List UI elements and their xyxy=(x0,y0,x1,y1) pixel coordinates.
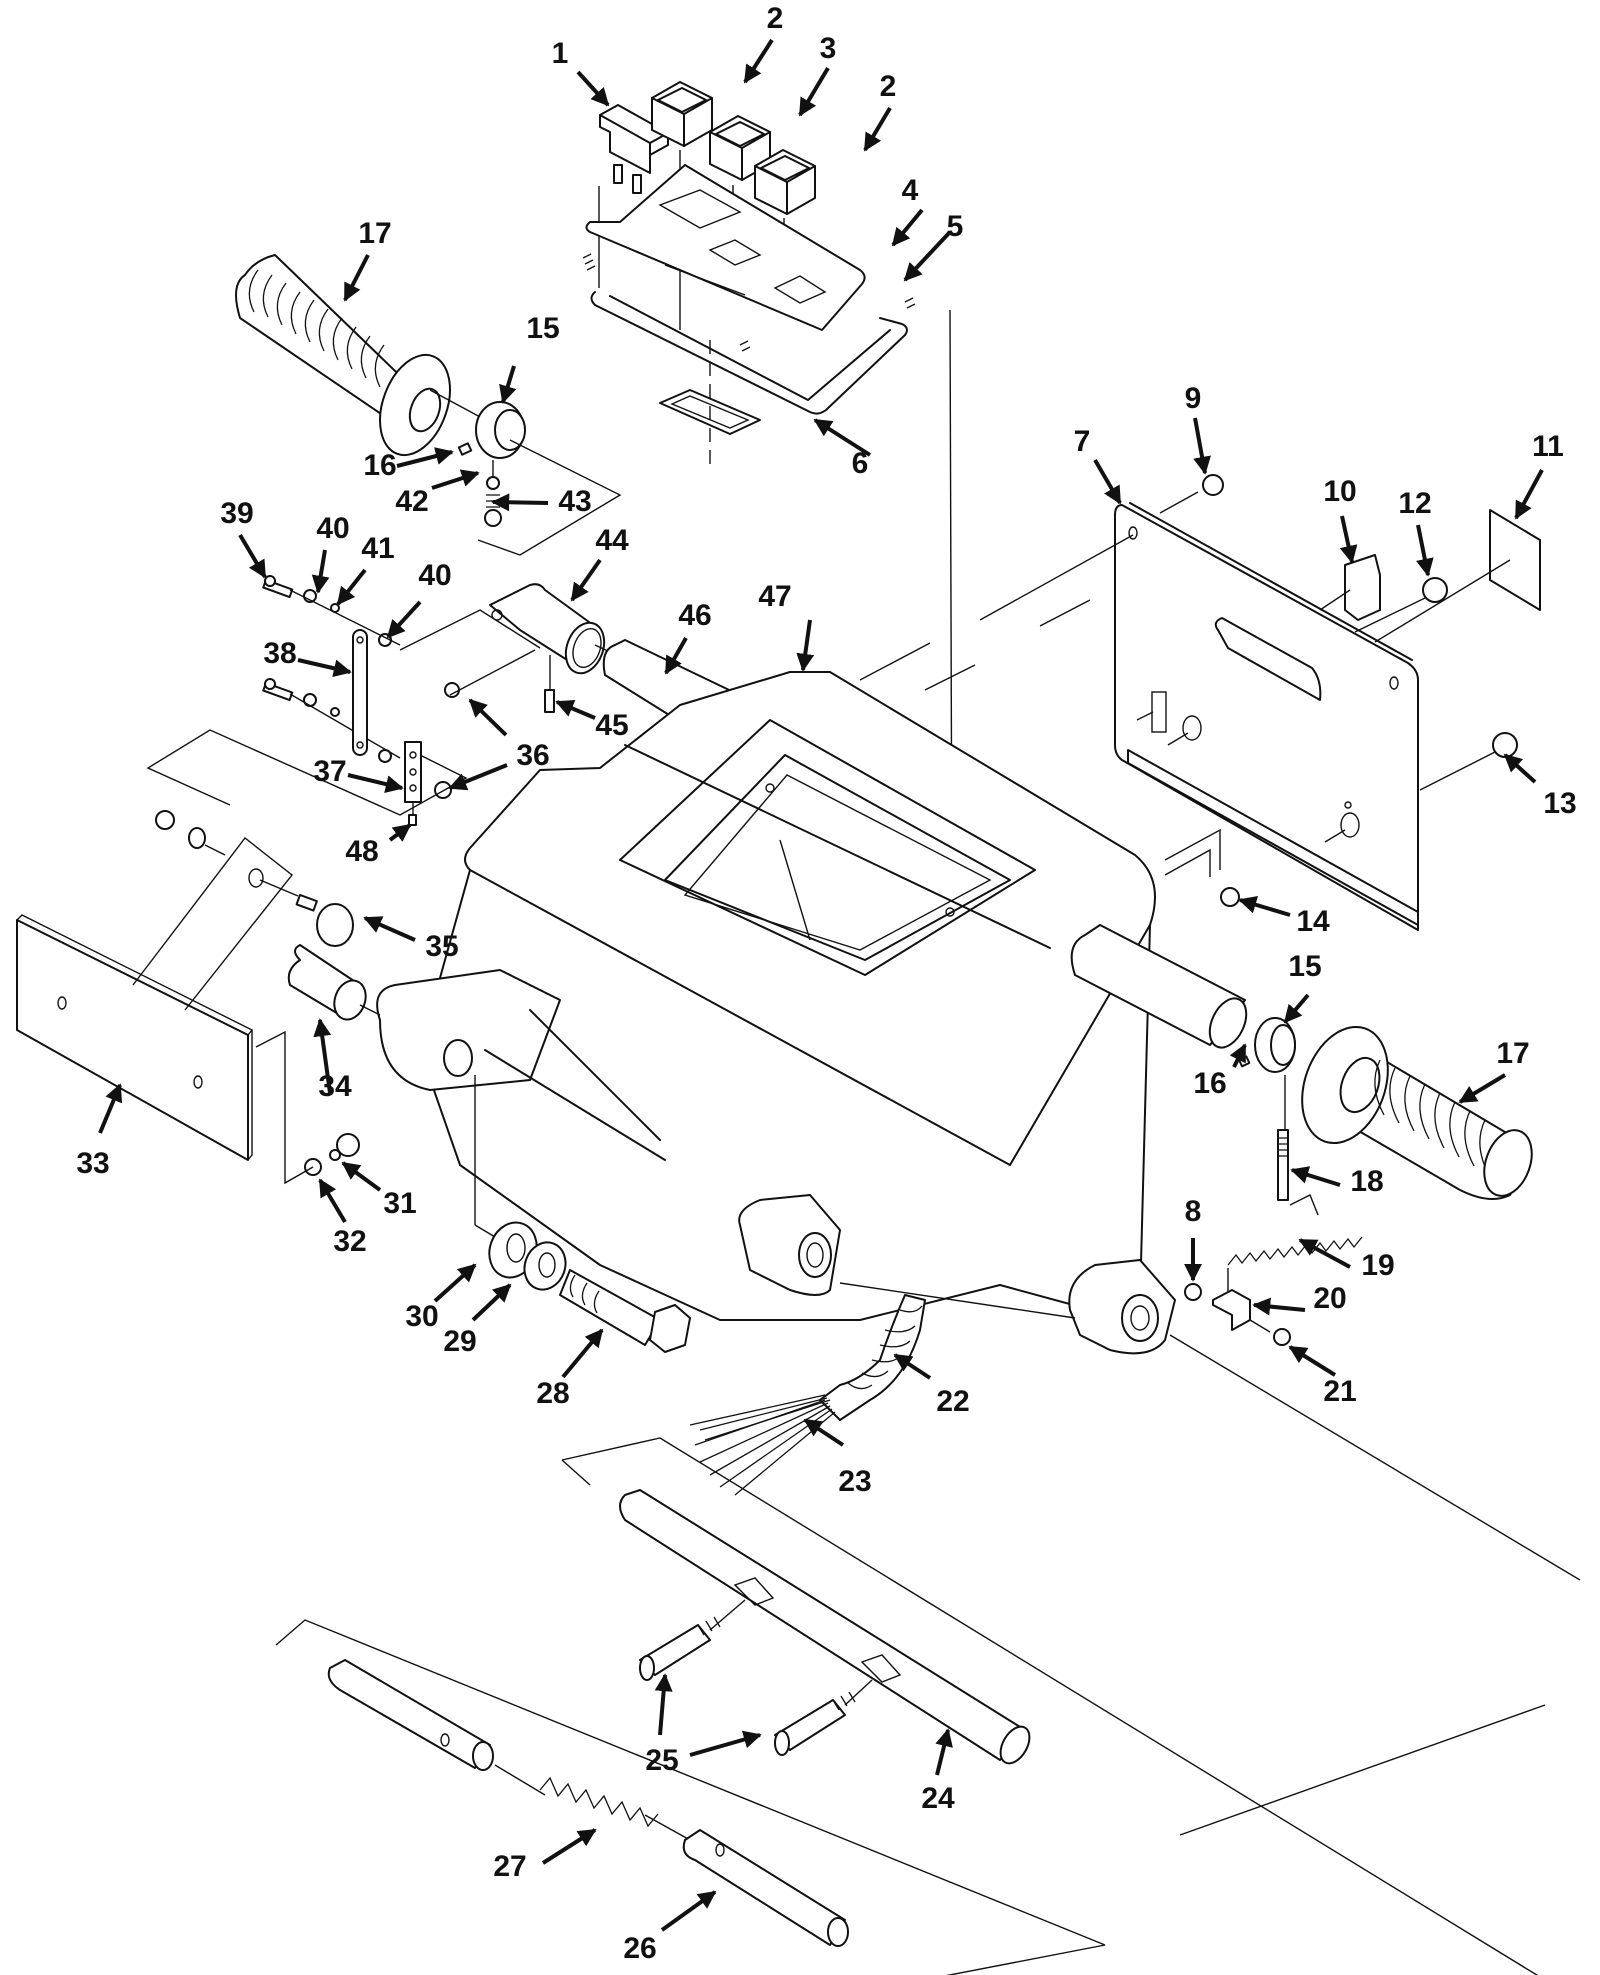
control-panel-part xyxy=(979,502,1419,931)
callout-16: 16 xyxy=(1193,1067,1226,1100)
callout-17: 17 xyxy=(1496,1037,1529,1070)
callout-11: 11 xyxy=(1532,430,1564,463)
callout-34: 34 xyxy=(318,1070,352,1103)
callout-6: 6 xyxy=(852,447,869,480)
left-side-hardware xyxy=(16,810,691,1353)
callout-44: 44 xyxy=(595,524,629,557)
callout-47: 47 xyxy=(758,580,791,613)
stud-part xyxy=(1277,1129,1289,1201)
nut-part xyxy=(155,810,175,830)
nut-part xyxy=(1184,1283,1202,1301)
knob-part xyxy=(1422,577,1448,603)
knob-part xyxy=(316,903,354,947)
left-handle-grip xyxy=(235,254,483,457)
callout-38: 38 xyxy=(263,637,296,670)
callout-labels: 1 2 3 2 4 5 6 7 8 9 10 11 12 13 14 15 15… xyxy=(76,2,1576,1965)
coil-spring-part xyxy=(539,1776,659,1828)
link-bar-part xyxy=(352,629,368,756)
callout-32: 32 xyxy=(333,1225,366,1258)
callout-13: 13 xyxy=(1543,787,1576,820)
right-handle-grip xyxy=(1169,1017,1581,1581)
callout-20: 20 xyxy=(1313,1282,1346,1315)
callout-30: 30 xyxy=(405,1300,438,1333)
callout-29: 29 xyxy=(443,1325,476,1358)
nut-part xyxy=(1220,887,1240,907)
bracket-part xyxy=(1212,1289,1251,1331)
screw-part xyxy=(262,678,401,763)
small-gasket-part xyxy=(659,340,761,470)
callout-8: 8 xyxy=(1185,1195,1202,1228)
callout-43: 43 xyxy=(558,485,591,518)
left-collar-part xyxy=(457,401,622,556)
callout-9: 9 xyxy=(1185,382,1202,415)
callout-15: 15 xyxy=(1288,950,1321,983)
screw-part xyxy=(1273,1328,1291,1346)
callout-24: 24 xyxy=(921,1782,955,1815)
bolt-part xyxy=(559,1269,661,1346)
switch-part xyxy=(1344,554,1381,621)
callout-23: 23 xyxy=(838,1465,871,1498)
main-housing-part xyxy=(376,599,1248,1355)
callout-16: 16 xyxy=(363,449,396,482)
circuit-breaker-part xyxy=(598,104,669,288)
callout-5: 5 xyxy=(947,210,964,243)
callout-3: 3 xyxy=(820,32,837,65)
callout-40: 40 xyxy=(316,512,349,545)
callout-18: 18 xyxy=(1350,1165,1383,1198)
screw-part xyxy=(1202,474,1224,496)
callout-33: 33 xyxy=(76,1147,109,1180)
callout-25: 25 xyxy=(645,1744,678,1777)
callout-2: 2 xyxy=(880,70,897,103)
rod-part xyxy=(327,1659,491,1769)
callout-31: 31 xyxy=(383,1187,416,1220)
callout-35: 35 xyxy=(425,930,458,963)
callout-22: 22 xyxy=(936,1385,969,1418)
callout-4: 4 xyxy=(902,174,919,207)
knob-part xyxy=(1492,732,1518,758)
callout-36: 36 xyxy=(516,739,549,772)
o-ring-part xyxy=(188,827,206,849)
callout-46: 46 xyxy=(678,599,711,632)
spring-part xyxy=(1227,1236,1363,1266)
callout-1: 1 xyxy=(552,37,569,70)
callout-12: 12 xyxy=(1398,487,1431,520)
screw-part xyxy=(262,575,401,647)
callout-19: 19 xyxy=(1361,1249,1394,1282)
callout-45: 45 xyxy=(595,709,628,742)
callout-39: 39 xyxy=(220,497,253,530)
rocker-switch-part xyxy=(754,149,816,290)
lower-shaft-assembly xyxy=(275,1437,1546,1975)
callout-40: 40 xyxy=(418,559,451,592)
callout-26: 26 xyxy=(623,1932,656,1965)
callout-21: 21 xyxy=(1323,1375,1356,1408)
callout-17: 17 xyxy=(358,217,391,250)
callout-15: 15 xyxy=(526,312,559,345)
callout-7: 7 xyxy=(1074,425,1091,458)
callout-37: 37 xyxy=(313,755,346,788)
callout-42: 42 xyxy=(395,485,428,518)
callout-10: 10 xyxy=(1323,475,1356,508)
bracket-plate-part xyxy=(404,741,422,803)
switch-plate-part xyxy=(585,164,866,331)
label-decal-part xyxy=(1489,509,1541,611)
gasket-frame-part xyxy=(582,253,916,415)
callout-41: 41 xyxy=(361,532,394,565)
callout-2: 2 xyxy=(767,2,784,35)
handle-tube-part xyxy=(489,583,611,713)
rod-part xyxy=(682,1829,846,1946)
callout-48: 48 xyxy=(345,835,378,868)
callout-14: 14 xyxy=(1296,905,1330,938)
mounting-plate-part xyxy=(16,919,249,1161)
callout-28: 28 xyxy=(536,1377,569,1410)
callout-arrows xyxy=(98,38,1544,1932)
rocker-switch-part xyxy=(709,115,771,270)
callout-27: 27 xyxy=(493,1850,526,1883)
